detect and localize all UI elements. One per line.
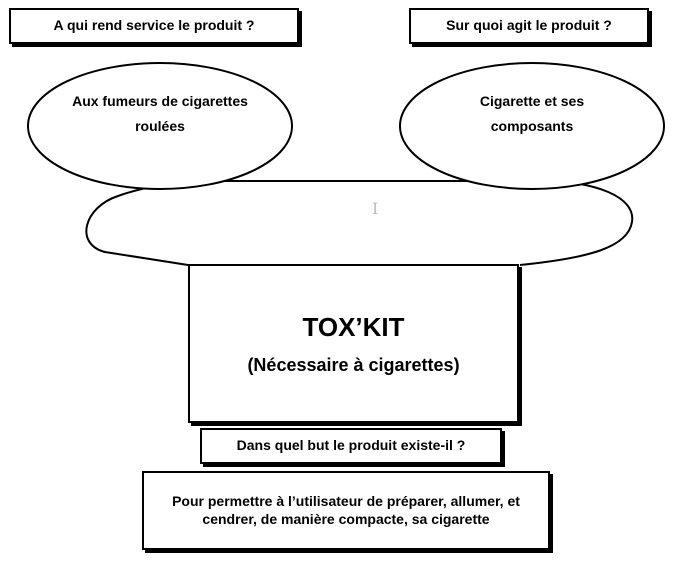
left-horn-ellipse xyxy=(27,62,293,190)
question-what-text: Sur quoi agit le produit ? xyxy=(446,17,612,34)
answer-why-box: Pour permettre à l’utilisateur de prépar… xyxy=(142,471,550,550)
question-why-box: Dans quel but le produit existe-il ? xyxy=(200,428,502,464)
text-cursor-icon: I xyxy=(372,199,379,218)
product-name: TOX’KIT xyxy=(302,311,405,342)
question-why-text: Dans quel but le produit existe-il ? xyxy=(236,437,466,454)
question-who-text: A qui rend service le produit ? xyxy=(53,17,255,34)
question-who-box: A qui rend service le produit ? xyxy=(9,8,299,44)
answer-why-text: Pour permettre à l’utilisateur de prépar… xyxy=(172,493,520,527)
product-box: TOX’KIT (Nécessaire à cigarettes) xyxy=(188,264,519,423)
product-description: (Nécessaire à cigarettes) xyxy=(247,354,460,375)
answer-who-text: Aux fumeurs de cigarettes roulées xyxy=(72,93,248,134)
answer-what-text: Cigarette et ses composants xyxy=(479,93,585,134)
right-horn-ellipse xyxy=(399,62,665,190)
horn-base-shape xyxy=(85,179,634,266)
question-what-box: Sur quoi agit le produit ? xyxy=(409,8,649,44)
